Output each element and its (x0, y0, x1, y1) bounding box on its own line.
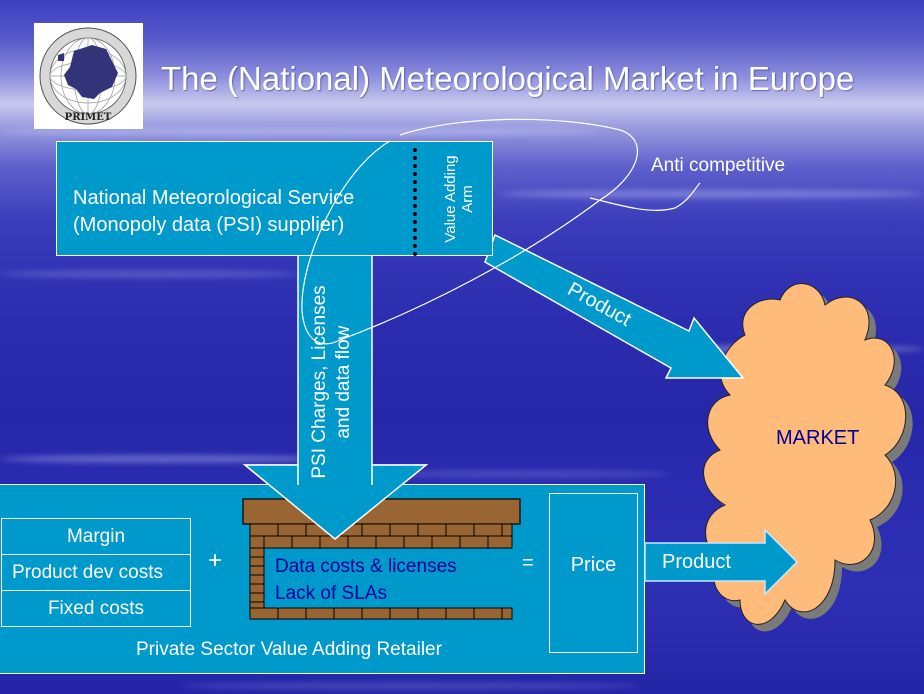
private-retailer-box: Margin Product dev costs Fixed costs + D… (0, 484, 645, 674)
retailer-label: Private Sector Value Adding Retailer (136, 639, 442, 660)
plus-sign: + (208, 547, 223, 574)
data-costs-text: Data costs & licenses Lack of SLAs (275, 553, 457, 607)
background-streak (500, 190, 924, 198)
svg-text:PRIMET: PRIMET (65, 112, 112, 123)
value-adding-arm-line-1: Value Adding (442, 155, 459, 243)
price-label: Price (570, 554, 617, 576)
nms-line-2: (Monopoly data (PSI) supplier) (73, 214, 345, 236)
slide-title: The (National) Meteorological Market in … (161, 60, 855, 97)
background-streak (370, 470, 670, 478)
primet-logo: PRIMET (34, 23, 143, 129)
market-label: MARKET (776, 427, 860, 449)
anti-competitive-label: Anti competitive (651, 155, 786, 176)
cost-item-fixed: Fixed costs (47, 598, 145, 619)
retail-product-label: Product (662, 551, 731, 573)
price-box: Price (549, 493, 638, 653)
nms-line-1: National Meteorological Service (73, 187, 355, 209)
background-streak (0, 455, 330, 463)
background-streak (180, 682, 640, 690)
background-streak (0, 128, 600, 136)
psi-flow-line-1: PSI Charges, Licenses (309, 285, 330, 479)
national-met-service-box: National Meteorological Service (Monopol… (56, 141, 493, 256)
psi-flow-label: PSI Charges, Licenses and data flow (308, 285, 356, 478)
value-adding-arm: Value Adding Arm (429, 144, 489, 254)
nms-description: National Meteorological Service (Monopol… (73, 185, 354, 239)
market-cloud (703, 283, 913, 632)
cost-item-product-dev: Product dev costs (2, 555, 190, 591)
equals-sign: = (522, 552, 534, 574)
value-adding-arm-line-2: Arm (459, 185, 476, 213)
wall-line-2: Lack of SLAs (275, 583, 387, 604)
psi-flow-line-2: and data flow (333, 325, 354, 439)
background-streak (0, 270, 300, 278)
wall-line-1: Data costs & licenses (275, 556, 457, 577)
cost-item-margin: Margin (2, 519, 190, 555)
dotted-divider (413, 148, 417, 256)
cost-table: Margin Product dev costs Fixed costs (1, 518, 191, 627)
